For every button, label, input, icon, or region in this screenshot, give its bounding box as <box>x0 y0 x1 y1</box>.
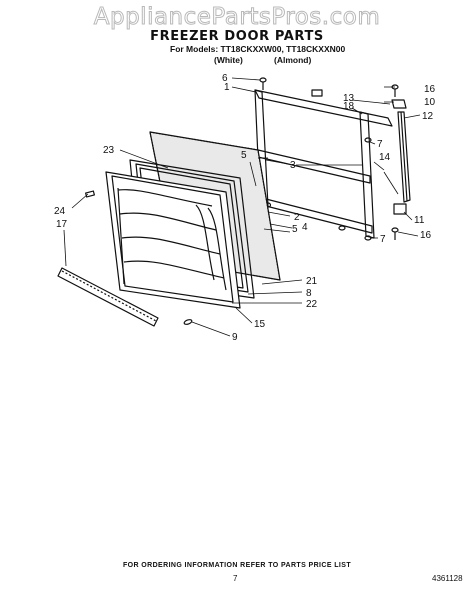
models-line: For Models: TT18CKXXW00, TT18CKXXN00 <box>170 44 346 54</box>
color-almond: (Almond) <box>274 55 312 65</box>
page-number: 7 <box>233 574 238 583</box>
callout-6: 6 <box>222 73 228 84</box>
document-number: 4361128 <box>432 574 463 583</box>
callout-10: 10 <box>424 97 436 108</box>
callout-labels: 6 1 13 18 16 10 12 7 23 5 14 3 24 2 11 1… <box>54 73 436 343</box>
callout-14: 14 <box>379 152 391 163</box>
callout-1: 1 <box>224 82 230 93</box>
callout-5-top: 5 <box>241 150 247 161</box>
color-white: (White) <box>214 55 243 65</box>
callout-4: 4 <box>302 222 308 233</box>
callout-16-top: 16 <box>424 84 436 95</box>
callout-7-bottom: 7 <box>380 234 386 245</box>
callout-24: 24 <box>54 206 66 217</box>
callout-9: 9 <box>232 332 238 343</box>
callout-18: 18 <box>343 101 355 112</box>
callout-23: 23 <box>103 145 115 156</box>
ordering-note: FOR ORDERING INFORMATION REFER TO PARTS … <box>122 562 352 569</box>
callout-21: 21 <box>306 276 318 287</box>
page-title: FREEZER DOOR PARTS <box>150 29 324 44</box>
callout-8: 8 <box>306 288 312 299</box>
callout-22: 22 <box>306 299 318 310</box>
door-liner <box>105 171 241 309</box>
callout-16-bottom: 16 <box>420 230 432 241</box>
door-frame-assembly <box>254 89 411 239</box>
callout-12: 12 <box>422 111 434 122</box>
callout-5-bottom: 5 <box>292 224 298 235</box>
callout-17: 17 <box>56 219 68 230</box>
door-bar <box>57 267 159 327</box>
callout-15: 15 <box>254 319 266 330</box>
leader-lines <box>63 77 421 337</box>
watermark: AppliancePartsPros.com <box>93 4 381 31</box>
callout-13: 13 <box>343 93 355 104</box>
callout-7-top: 7 <box>377 139 383 150</box>
callout-11: 11 <box>414 215 425 226</box>
callout-2: 2 <box>294 212 300 223</box>
callout-3: 3 <box>290 160 296 171</box>
